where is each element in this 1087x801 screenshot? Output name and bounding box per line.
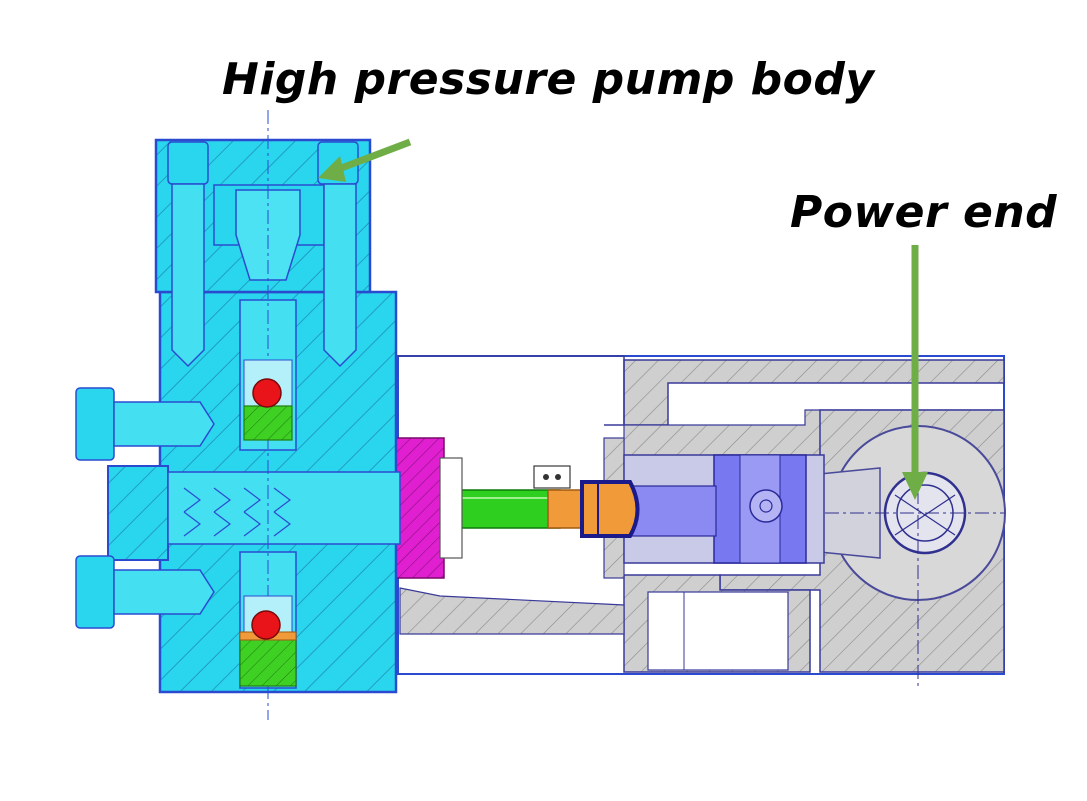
side-bolt-upper bbox=[75, 387, 215, 461]
pump-body-arrow-icon bbox=[318, 138, 412, 182]
side-bolt-lower bbox=[75, 555, 215, 629]
suction-check-valve bbox=[239, 595, 297, 687]
plunger-coupling bbox=[533, 465, 640, 538]
crosshead bbox=[623, 454, 825, 564]
power-end-arrow-icon bbox=[902, 245, 928, 500]
discharge-ball bbox=[252, 378, 282, 408]
power-end-label: Power end bbox=[790, 187, 1058, 238]
pump-body bbox=[75, 110, 401, 720]
top-bolt-left bbox=[167, 141, 209, 368]
power-end-housing bbox=[300, 355, 1006, 690]
suction-ball bbox=[251, 610, 281, 640]
discharge-check-valve bbox=[243, 359, 293, 441]
pump-body-label: High pressure pump body bbox=[222, 54, 875, 105]
